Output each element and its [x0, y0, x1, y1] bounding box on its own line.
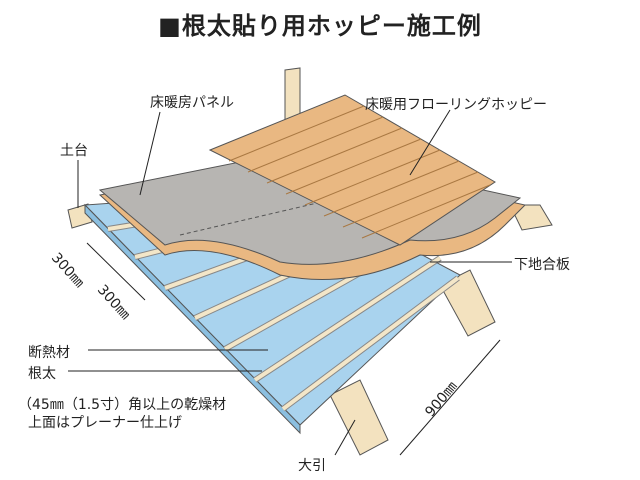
label-joist-note-1: （45㎜（1.5寸）角以上の乾燥材: [18, 397, 227, 413]
label-joist: 根太: [28, 366, 56, 382]
oobiki-beams: [329, 204, 553, 456]
label-insulation: 断熱材: [28, 345, 70, 361]
label-floor-heating-panel: 床暖房パネル: [150, 95, 234, 111]
label-plywood: 下地合板: [514, 257, 570, 273]
label-flooring: 床暖用フローリングホッピー: [365, 97, 547, 113]
label-dodai: 土台: [60, 143, 88, 159]
leader-lines: [68, 109, 512, 456]
label-joist-note-2: 上面はプレーナー仕上げ: [28, 415, 182, 431]
page-title: ■根太貼り用ホッピー施工例: [158, 12, 482, 40]
flooring-boards: [208, 94, 496, 246]
label-oobiki: 大引: [298, 458, 326, 474]
